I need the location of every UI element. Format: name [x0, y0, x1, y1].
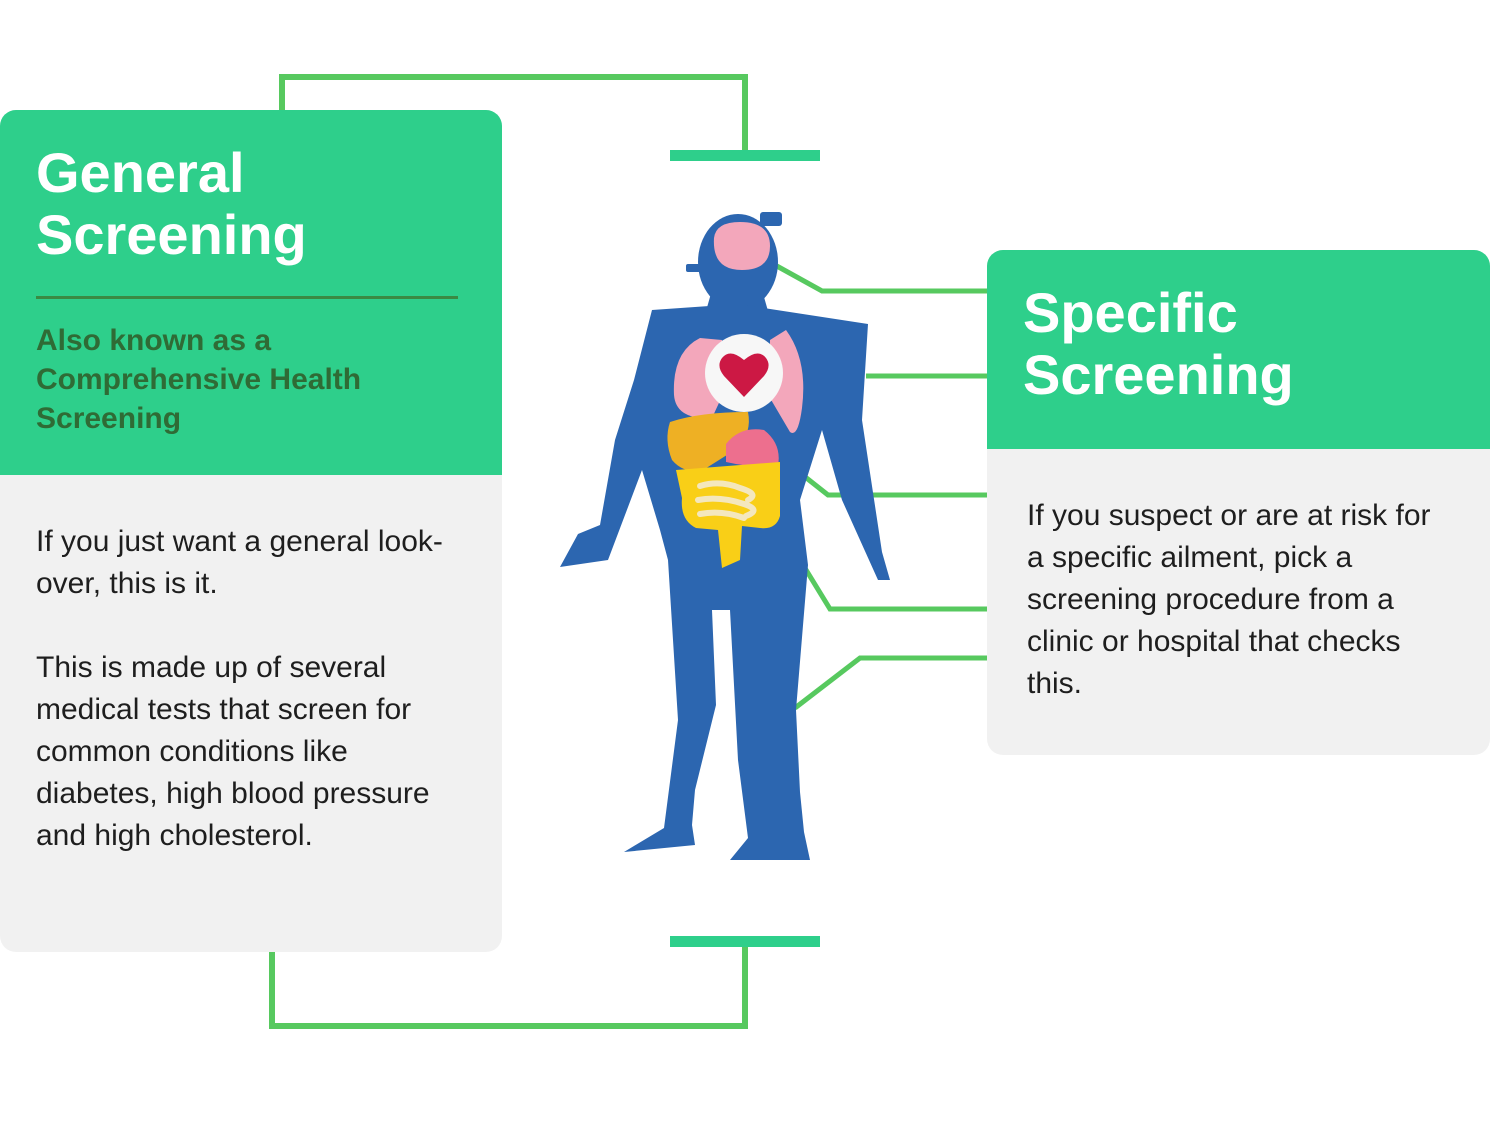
general-title-line1: General — [36, 141, 245, 204]
human-body-icon — [560, 212, 890, 860]
general-divider — [36, 296, 458, 299]
stomach-icon — [726, 429, 779, 467]
specific-paragraph-1: If you suspect or are at risk for a spec… — [1027, 499, 1431, 700]
torso-shape — [560, 304, 890, 860]
general-paragraph-1: If you just want a general look-over, th… — [36, 525, 443, 600]
connector-intestines — [797, 558, 987, 612]
general-subtitle-line3: Screening — [36, 402, 182, 435]
top-bracket-line — [279, 74, 748, 155]
top-bracket-bar — [670, 150, 820, 161]
general-screening-title: General Screening — [36, 142, 466, 266]
general-screening-header: General Screening Also known as a Compre… — [0, 110, 502, 475]
general-subtitle-line1: Also known as a — [36, 324, 272, 357]
specific-screening-title: Specific Screening — [1023, 282, 1454, 406]
brain-icon — [713, 222, 770, 270]
general-paragraph-2: This is made up of several medical tests… — [36, 651, 430, 852]
specific-screening-card: Specific Screening If you suspect or are… — [987, 250, 1490, 755]
general-screening-subtitle: Also known as a Comprehensive Health Scr… — [36, 321, 466, 438]
general-screening-card: General Screening Also known as a Compre… — [0, 110, 502, 952]
bottom-bracket-bar — [670, 936, 820, 947]
general-screening-body: If you just want a general look-over, th… — [0, 475, 502, 857]
bottom-bracket-line — [269, 942, 748, 1029]
general-subtitle-line2: Comprehensive Health — [36, 363, 362, 396]
specific-title-line2: Screening — [1023, 343, 1294, 406]
specific-title-line1: Specific — [1023, 281, 1238, 344]
liver-icon — [667, 412, 749, 472]
specific-screening-header: Specific Screening — [987, 250, 1490, 449]
heart-icon — [719, 353, 769, 397]
connector-legs — [793, 655, 987, 710]
specific-screening-body: If you suspect or are at risk for a spec… — [987, 449, 1490, 705]
general-title-line2: Screening — [36, 203, 307, 266]
connector-brain — [773, 262, 987, 294]
